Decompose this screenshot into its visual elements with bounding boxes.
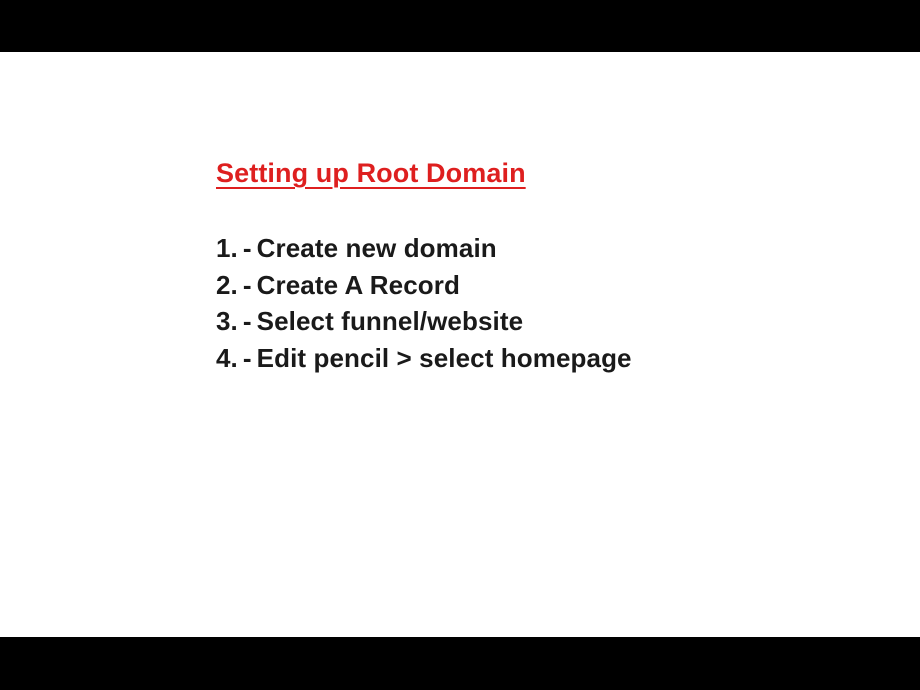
list-item: 4.-Edit pencil > select homepage <box>216 340 632 377</box>
slide-canvas: Setting up Root Domain 1.-Create new dom… <box>0 52 920 637</box>
list-item-dash: - <box>242 269 252 300</box>
list-item-label: Edit pencil > select homepage <box>256 342 632 373</box>
page-title: Setting up Root Domain <box>216 158 526 188</box>
list-item-number: 1. <box>216 233 238 263</box>
list-item-label: Create new domain <box>256 233 497 263</box>
letterbox-bar-bottom <box>0 637 920 690</box>
list-item-number: 4. <box>216 342 238 373</box>
list-item-dash: - <box>242 342 252 373</box>
letterbox-bar-top <box>0 0 920 52</box>
list-item-number: 2. <box>216 269 238 300</box>
list-item: 2.-Create A Record <box>216 267 632 304</box>
list-item-label: Select funnel/website <box>256 306 524 336</box>
list-item-dash: - <box>242 306 252 336</box>
list-item: 3.-Select funnel/website <box>216 303 632 340</box>
steps-list: 1.-Create new domain 2.-Create A Record … <box>216 230 632 376</box>
list-item: 1.-Create new domain <box>216 230 632 267</box>
list-item-label: Create A Record <box>256 269 460 300</box>
list-item-dash: - <box>242 233 252 263</box>
list-item-number: 3. <box>216 306 238 336</box>
